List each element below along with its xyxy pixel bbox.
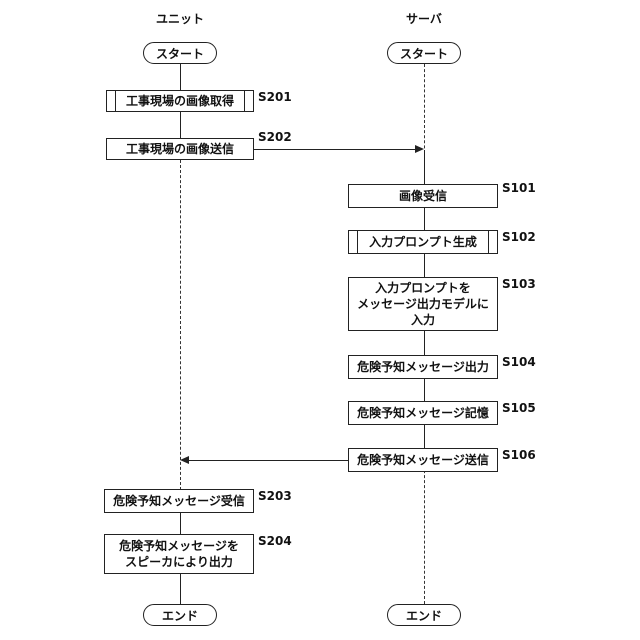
server-step-s106-id: S106 [502,448,536,462]
server-step-s102-box: 入力プロンプト生成 [348,230,498,254]
server-step-s104-id: S104 [502,355,536,369]
server-step-s102-id: S102 [502,230,536,244]
unit-end-terminal: エンド [143,604,217,626]
unit-step-s204-id: S204 [258,534,292,548]
arrow-unit-to-server-head [415,145,424,153]
server-lifeline-dashed-bottom [424,460,425,604]
server-end-terminal: エンド [387,604,461,626]
server-step-s103-box: 入力プロンプトを メッセージ出力モデルに 入力 [348,277,498,331]
unit-step-s203-id: S203 [258,489,292,503]
unit-step-s201-box: 工事現場の画像取得 [106,90,254,112]
server-step-s103-id: S103 [502,277,536,291]
server-step-s105-id: S105 [502,401,536,415]
server-start-terminal: スタート [387,42,461,64]
server-step-s106-box: 危険予知メッセージ送信 [348,448,498,472]
arrow-server-to-unit [188,460,348,461]
unit-lane-title: ユニット [120,10,240,27]
unit-lifeline-dashed [180,160,181,490]
server-lane-title: サーバ [364,10,484,27]
server-step-s105-box: 危険予知メッセージ記憶 [348,401,498,425]
unit-start-terminal: スタート [143,42,217,64]
unit-step-s203-box: 危険予知メッセージ受信 [104,489,254,513]
unit-step-s202-id: S202 [258,130,292,144]
server-step-s101-box: 画像受信 [348,184,498,208]
arrow-unit-to-server [254,149,416,150]
unit-step-s204-box: 危険予知メッセージを スピーカにより出力 [104,534,254,574]
server-step-s101-id: S101 [502,181,536,195]
unit-step-s202-box: 工事現場の画像送信 [106,138,254,160]
server-step-s104-box: 危険予知メッセージ出力 [348,355,498,379]
unit-step-s201-id: S201 [258,90,292,104]
unit-lifeline-end [180,572,181,604]
arrow-server-to-unit-head [180,456,189,464]
